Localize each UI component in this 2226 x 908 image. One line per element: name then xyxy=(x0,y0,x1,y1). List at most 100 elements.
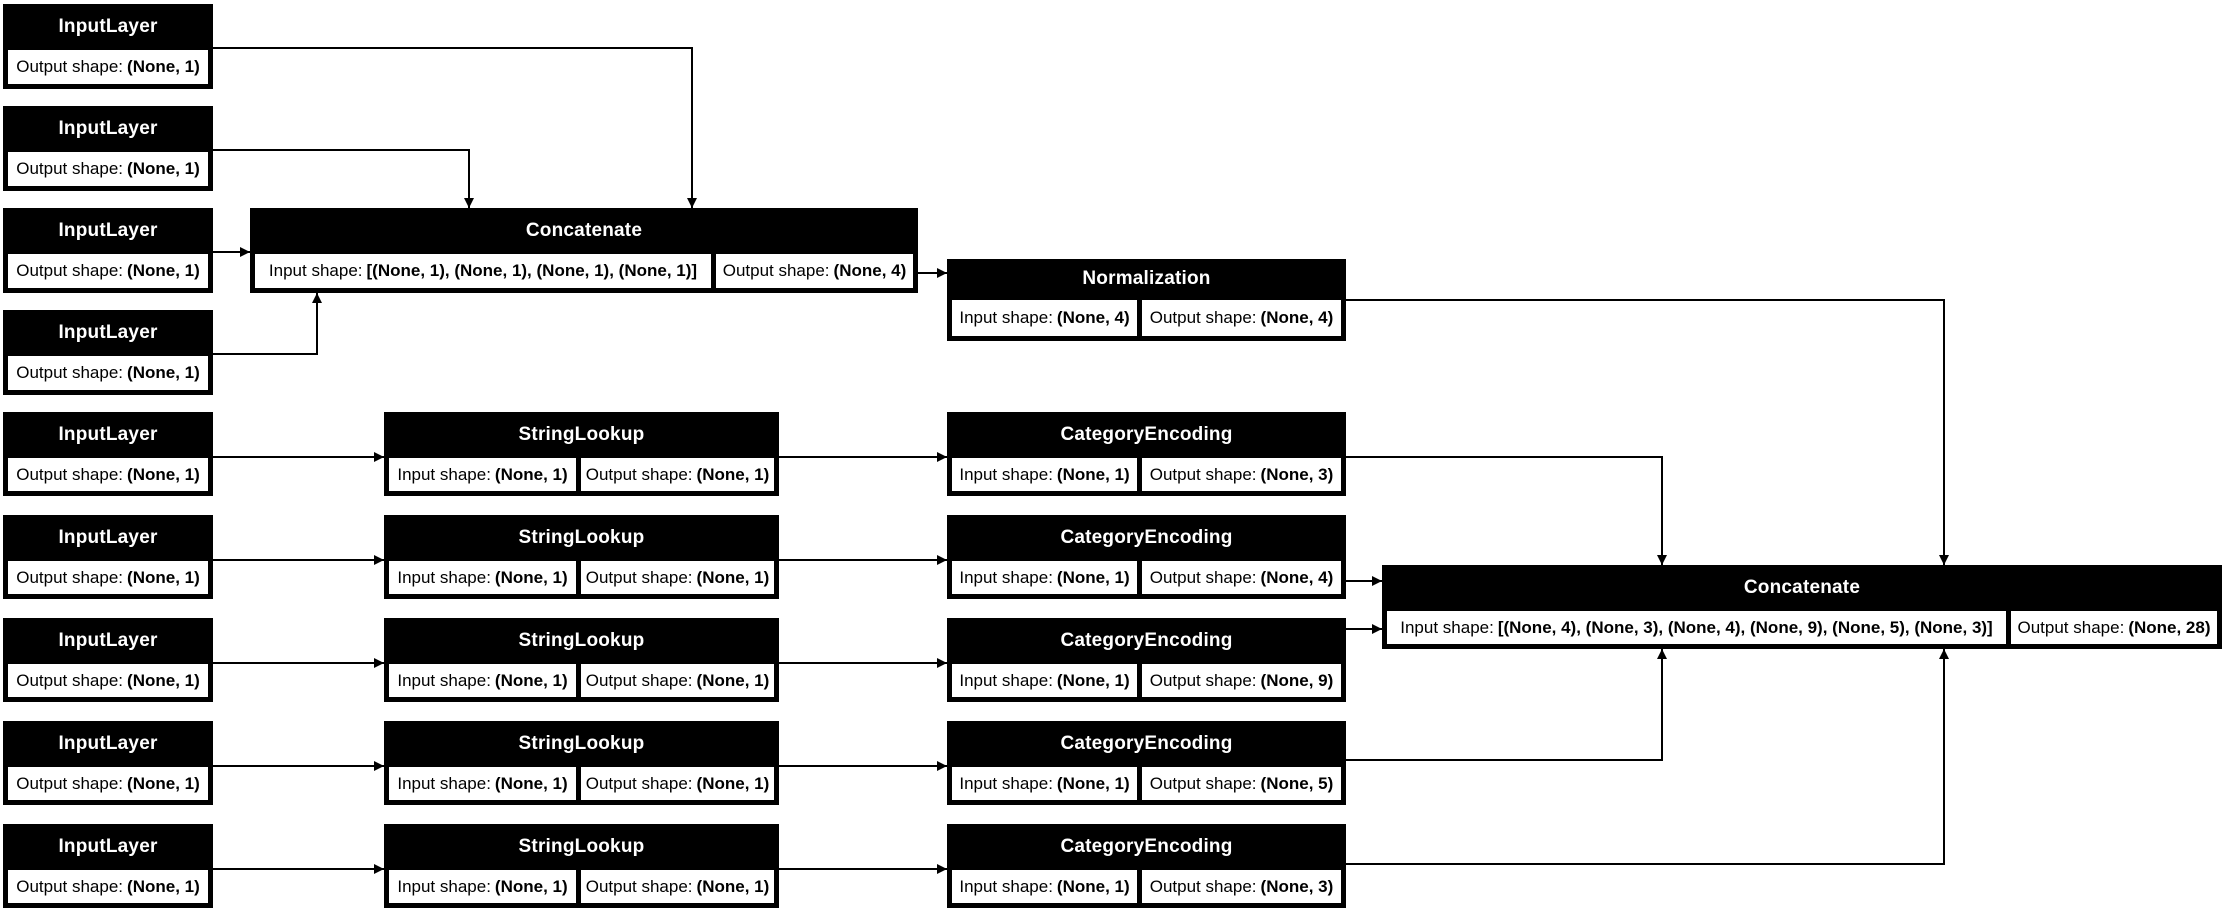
shape-cell-value: (None, 1) xyxy=(127,670,200,690)
shape-cell-value: (None, 1) xyxy=(494,670,568,690)
shape-cell-label: Input shape: xyxy=(959,670,1053,690)
shape-cell-label: Output shape: xyxy=(16,363,124,382)
shape-cell-label: Output shape: xyxy=(16,773,124,793)
node-input-layer-7-shape-cells: Output shape:(None, 1) xyxy=(7,663,209,698)
edge-category-encoding-1-to-concatenate-2 xyxy=(1345,456,1663,458)
shape-cell-value: (None, 1) xyxy=(127,159,200,178)
shape-cell-value: (None, 3) xyxy=(1260,876,1334,896)
shape-cell-label: Input shape: xyxy=(397,464,491,484)
edge-normalization-to-concatenate-2 xyxy=(1943,299,1945,566)
node-input-layer-4-shape-cells: Output shape:(None, 1) xyxy=(7,355,209,391)
node-category-encoding-5-cell-0: Input shape:(None, 1) xyxy=(951,869,1138,904)
node-input-layer-8-shape-cells: Output shape:(None, 1) xyxy=(7,766,209,801)
node-concatenate-1-cell-0: Input shape:[(None, 1), (None, 1), (None… xyxy=(254,253,712,289)
node-input-layer-9-cell-0: Output shape:(None, 1) xyxy=(7,869,209,904)
edge-input-layer-4-to-concatenate-1 xyxy=(316,292,318,355)
node-category-encoding-3-cell-1: Output shape:(None, 9) xyxy=(1141,663,1342,698)
node-category-encoding-4-cell-1: Output shape:(None, 5) xyxy=(1141,766,1342,801)
edge-string-lookup-2-to-category-encoding-2-arrowhead xyxy=(937,555,947,565)
node-concatenate-2-layer-type: Concatenate xyxy=(1743,576,1861,598)
node-input-layer-3-layer-type: InputLayer xyxy=(58,219,158,241)
edge-string-lookup-1-to-category-encoding-1-arrowhead xyxy=(937,452,947,462)
node-category-encoding-1-cell-0: Input shape:(None, 1) xyxy=(951,457,1138,492)
shape-cell-label: Output shape: xyxy=(585,464,693,484)
shape-cell-value: (None, 4) xyxy=(1260,567,1334,587)
shape-cell-value: (None, 1) xyxy=(696,670,770,690)
edge-input-layer-1-to-concatenate-1-arrowhead xyxy=(687,198,697,208)
node-concatenate-2-cell-0: Input shape:[(None, 4), (None, 3), (None… xyxy=(1386,610,2007,645)
edge-string-lookup-1-to-category-encoding-1 xyxy=(778,456,948,458)
edge-category-encoding-4-to-concatenate-2-arrowhead xyxy=(1657,649,1667,659)
edge-normalization-to-concatenate-2 xyxy=(1345,299,1945,301)
node-concatenate-2-shape-cells: Input shape:[(None, 4), (None, 3), (None… xyxy=(1386,610,2218,645)
node-normalization-shape-cells: Input shape:(None, 4)Output shape:(None,… xyxy=(951,299,1342,337)
shape-cell-value: (None, 1) xyxy=(127,363,200,382)
node-category-encoding-1-layer-type: CategoryEncoding xyxy=(1060,423,1233,445)
edge-string-lookup-5-to-category-encoding-5 xyxy=(778,868,948,870)
shape-cell-value: (None, 1) xyxy=(696,876,770,896)
node-category-encoding-2-cell-0: Input shape:(None, 1) xyxy=(951,560,1138,595)
edge-category-encoding-3-to-concatenate-2-arrowhead xyxy=(1372,624,1382,634)
node-input-layer-8-cell-0: Output shape:(None, 1) xyxy=(7,766,209,801)
edge-input-layer-5-to-string-lookup-1 xyxy=(212,456,385,458)
node-input-layer-5-cell-0: Output shape:(None, 1) xyxy=(7,457,209,492)
node-string-lookup-2-cell-0: Input shape:(None, 1) xyxy=(388,560,577,595)
node-input-layer-1-layer-type: InputLayer xyxy=(58,15,158,37)
edge-string-lookup-3-to-category-encoding-3-arrowhead xyxy=(937,658,947,668)
node-normalization-cell-1: Output shape:(None, 4) xyxy=(1141,299,1342,337)
shape-cell-value: (None, 1) xyxy=(494,876,568,896)
node-string-lookup-2-cell-1: Output shape:(None, 1) xyxy=(580,560,775,595)
shape-cell-value: (None, 1) xyxy=(696,773,770,793)
node-input-layer-6-shape-cells: Output shape:(None, 1) xyxy=(7,560,209,595)
shape-cell-label: Output shape: xyxy=(1149,876,1257,896)
node-string-lookup-5-shape-cells: Input shape:(None, 1)Output shape:(None,… xyxy=(388,869,775,904)
node-category-encoding-5-cell-1: Output shape:(None, 3) xyxy=(1141,869,1342,904)
edge-input-layer-4-to-concatenate-1 xyxy=(212,353,318,355)
shape-cell-value: (None, 1) xyxy=(696,567,770,587)
edge-input-layer-6-to-string-lookup-2 xyxy=(212,559,385,561)
shape-cell-label: Input shape: xyxy=(397,876,491,896)
edge-category-encoding-5-to-concatenate-2 xyxy=(1345,863,1945,865)
shape-cell-label: Output shape: xyxy=(722,261,830,280)
node-input-layer-2-cell-0: Output shape:(None, 1) xyxy=(7,151,209,187)
edge-input-layer-3-to-concatenate-1 xyxy=(212,251,251,253)
node-input-layer-1-cell-0: Output shape:(None, 1) xyxy=(7,49,209,85)
edge-category-encoding-5-to-concatenate-2-arrowhead xyxy=(1939,649,1949,659)
node-concatenate-1-shape-cells: Input shape:[(None, 1), (None, 1), (None… xyxy=(254,253,914,289)
shape-cell-value: (None, 1) xyxy=(1056,876,1130,896)
shape-cell-value: (None, 1) xyxy=(494,773,568,793)
shape-cell-label: Output shape: xyxy=(1149,567,1257,587)
shape-cell-value: (None, 1) xyxy=(1056,773,1130,793)
shape-cell-value: (None, 1) xyxy=(1056,464,1130,484)
shape-cell-value: (None, 1) xyxy=(127,57,200,76)
node-string-lookup-3-layer-type: StringLookup xyxy=(518,629,645,651)
node-string-lookup-4-cell-1: Output shape:(None, 1) xyxy=(580,766,775,801)
shape-cell-label: Output shape: xyxy=(2017,617,2125,637)
shape-cell-label: Output shape: xyxy=(1149,464,1257,484)
node-input-layer-9-layer-type: InputLayer xyxy=(58,835,158,857)
shape-cell-label: Input shape: xyxy=(959,773,1053,793)
shape-cell-value: [(None, 4), (None, 3), (None, 4), (None,… xyxy=(1497,617,1993,637)
node-string-lookup-5-layer-type: StringLookup xyxy=(518,835,645,857)
shape-cell-value: (None, 3) xyxy=(1260,464,1334,484)
node-category-encoding-2-cell-1: Output shape:(None, 4) xyxy=(1141,560,1342,595)
node-category-encoding-4-cell-0: Input shape:(None, 1) xyxy=(951,766,1138,801)
node-category-encoding-5-shape-cells: Input shape:(None, 1)Output shape:(None,… xyxy=(951,869,1342,904)
edge-string-lookup-2-to-category-encoding-2 xyxy=(778,559,948,561)
shape-cell-value: (None, 1) xyxy=(127,876,200,896)
node-category-encoding-2-layer-type: CategoryEncoding xyxy=(1060,526,1233,548)
shape-cell-label: Output shape: xyxy=(585,567,693,587)
shape-cell-label: Output shape: xyxy=(16,670,124,690)
node-input-layer-3-shape-cells: Output shape:(None, 1) xyxy=(7,253,209,289)
node-category-encoding-4-shape-cells: Input shape:(None, 1)Output shape:(None,… xyxy=(951,766,1342,801)
edge-input-layer-9-to-string-lookup-5 xyxy=(212,868,385,870)
shape-cell-value: (None, 1) xyxy=(1056,567,1130,587)
